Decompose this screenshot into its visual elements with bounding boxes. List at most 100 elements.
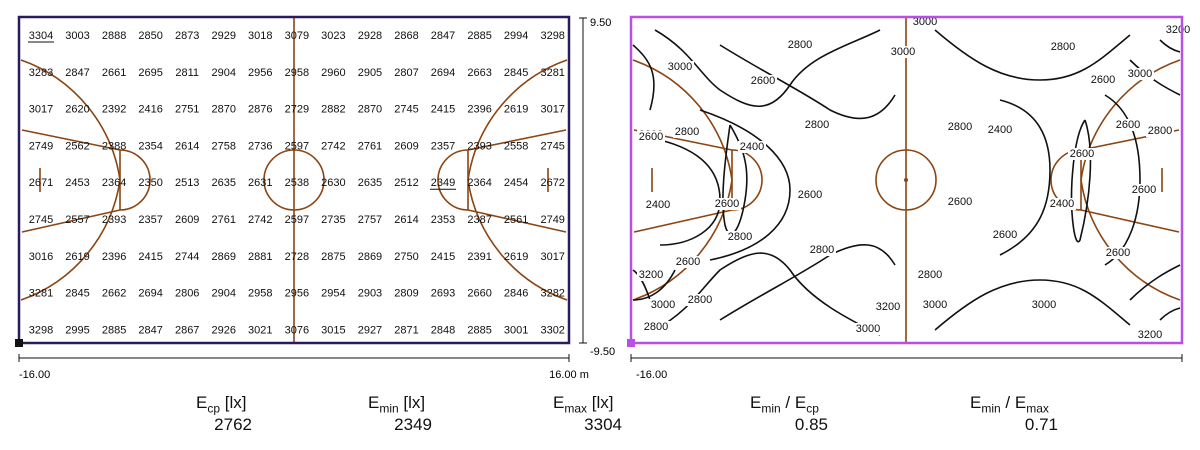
left-plan-frame bbox=[17, 15, 571, 345]
label-bg bbox=[686, 294, 714, 306]
contour-label: 2600 bbox=[993, 229, 1017, 241]
label-bg bbox=[649, 299, 677, 311]
grid-value: 2867 bbox=[175, 324, 199, 336]
contour-label: 2800 bbox=[644, 321, 668, 333]
label-bg bbox=[1030, 299, 1058, 311]
grid-value: 2454 bbox=[504, 177, 528, 189]
grid-value: 2956 bbox=[285, 288, 309, 300]
label-bg bbox=[986, 124, 1014, 136]
label-bg bbox=[666, 61, 694, 73]
label-bg bbox=[786, 39, 814, 51]
grid-value: 2393 bbox=[467, 140, 491, 152]
grid-value: 2750 bbox=[394, 251, 418, 263]
label-bg bbox=[874, 301, 902, 313]
grid-value: 2619 bbox=[504, 104, 528, 116]
label-bg bbox=[713, 198, 741, 210]
center-circle-right bbox=[875, 149, 937, 211]
grid-value: 2364 bbox=[467, 177, 491, 189]
grid-value: 2929 bbox=[212, 30, 236, 42]
grid-value: 2557 bbox=[65, 214, 89, 226]
grid-value: 2749 bbox=[29, 140, 53, 152]
grid-value: 2631 bbox=[248, 177, 272, 189]
grid-value: 2994 bbox=[504, 30, 528, 42]
grid-value: 2619 bbox=[504, 251, 528, 263]
grid-value: 2846 bbox=[504, 288, 528, 300]
grid-value: 2958 bbox=[285, 67, 309, 79]
court-line bbox=[20, 59, 121, 181]
court-line bbox=[21, 209, 121, 233]
grid-value: 2597 bbox=[285, 140, 309, 152]
grid-value: 2845 bbox=[504, 67, 528, 79]
label-bg bbox=[921, 299, 949, 311]
grid-value: 3302 bbox=[540, 324, 564, 336]
grid-value: 2620 bbox=[65, 104, 89, 116]
isolux-line bbox=[659, 139, 721, 246]
grid-value: 2609 bbox=[175, 214, 199, 226]
contour-label: 2600 bbox=[715, 198, 739, 210]
label-bg bbox=[946, 121, 974, 133]
label-bg bbox=[644, 199, 672, 211]
grid-value: 3076 bbox=[285, 324, 309, 336]
grid-value: 2609 bbox=[394, 140, 418, 152]
contour-label: 2400 bbox=[646, 199, 670, 211]
grid-value: 3283 bbox=[29, 67, 53, 79]
stat-item: Ecp [lx]2762 bbox=[196, 393, 252, 435]
grid-value: 2758 bbox=[212, 140, 236, 152]
grid-value: 2392 bbox=[102, 104, 126, 116]
isolux-line bbox=[1129, 59, 1181, 96]
grid-value: 2354 bbox=[138, 140, 162, 152]
grid-value: 2660 bbox=[467, 288, 491, 300]
grid-value: 3016 bbox=[29, 251, 53, 263]
grid-value: 2597 bbox=[285, 214, 309, 226]
grid-value: 2882 bbox=[321, 104, 345, 116]
label-bg bbox=[738, 141, 766, 153]
grid-value: 2619 bbox=[65, 251, 89, 263]
label-bg bbox=[674, 256, 702, 268]
right-plan-frame bbox=[629, 15, 1184, 345]
isolux-contours bbox=[632, 29, 1181, 336]
stat-label: Ecp [lx] bbox=[196, 393, 247, 416]
isolux-line bbox=[719, 44, 896, 120]
label-bg bbox=[1126, 68, 1154, 80]
court-lines-left bbox=[20, 17, 568, 343]
grid-value: 2663 bbox=[467, 67, 491, 79]
grid-value: 2694 bbox=[138, 288, 162, 300]
grid-value: 2903 bbox=[358, 288, 382, 300]
grid-value: 2630 bbox=[321, 177, 345, 189]
contour-label: 2800 bbox=[788, 39, 812, 51]
grid-value: 3079 bbox=[285, 30, 309, 42]
grid-value: 2349 bbox=[431, 177, 455, 189]
contour-label: 2600 bbox=[1070, 148, 1094, 160]
stat-label: Emin / Ecp bbox=[750, 393, 819, 416]
label-bg bbox=[1104, 247, 1132, 259]
origin-marker-right bbox=[627, 339, 635, 347]
grid-value: 2749 bbox=[540, 214, 564, 226]
contour-label: 3000 bbox=[651, 299, 675, 311]
grid-value: 2845 bbox=[65, 288, 89, 300]
label-bg bbox=[808, 244, 836, 256]
grid-value: 2811 bbox=[175, 67, 199, 79]
isolux-line bbox=[999, 99, 1051, 256]
contour-label: 3200 bbox=[1138, 329, 1162, 341]
stat-value: 2762 bbox=[214, 415, 252, 435]
court-line bbox=[467, 179, 568, 301]
stat-value: 2349 bbox=[394, 415, 432, 435]
contour-label: 2800 bbox=[948, 121, 972, 133]
grid-value: 3281 bbox=[29, 288, 53, 300]
contour-label: 2400 bbox=[1050, 198, 1074, 210]
contour-label: 2800 bbox=[688, 294, 712, 306]
court-line bbox=[437, 149, 469, 211]
x-left-label: -16.00 bbox=[19, 369, 50, 381]
grid-value: 2353 bbox=[431, 214, 455, 226]
contour-label: 2800 bbox=[810, 244, 834, 256]
grid-value: 2954 bbox=[321, 288, 345, 300]
grid-value: 3304 bbox=[29, 30, 53, 42]
label-bg bbox=[1049, 41, 1077, 53]
isolux-line bbox=[632, 44, 655, 111]
grid-value: 2875 bbox=[321, 251, 345, 263]
contour-label: 2800 bbox=[1148, 125, 1172, 137]
contour-label: 2600 bbox=[751, 75, 775, 87]
